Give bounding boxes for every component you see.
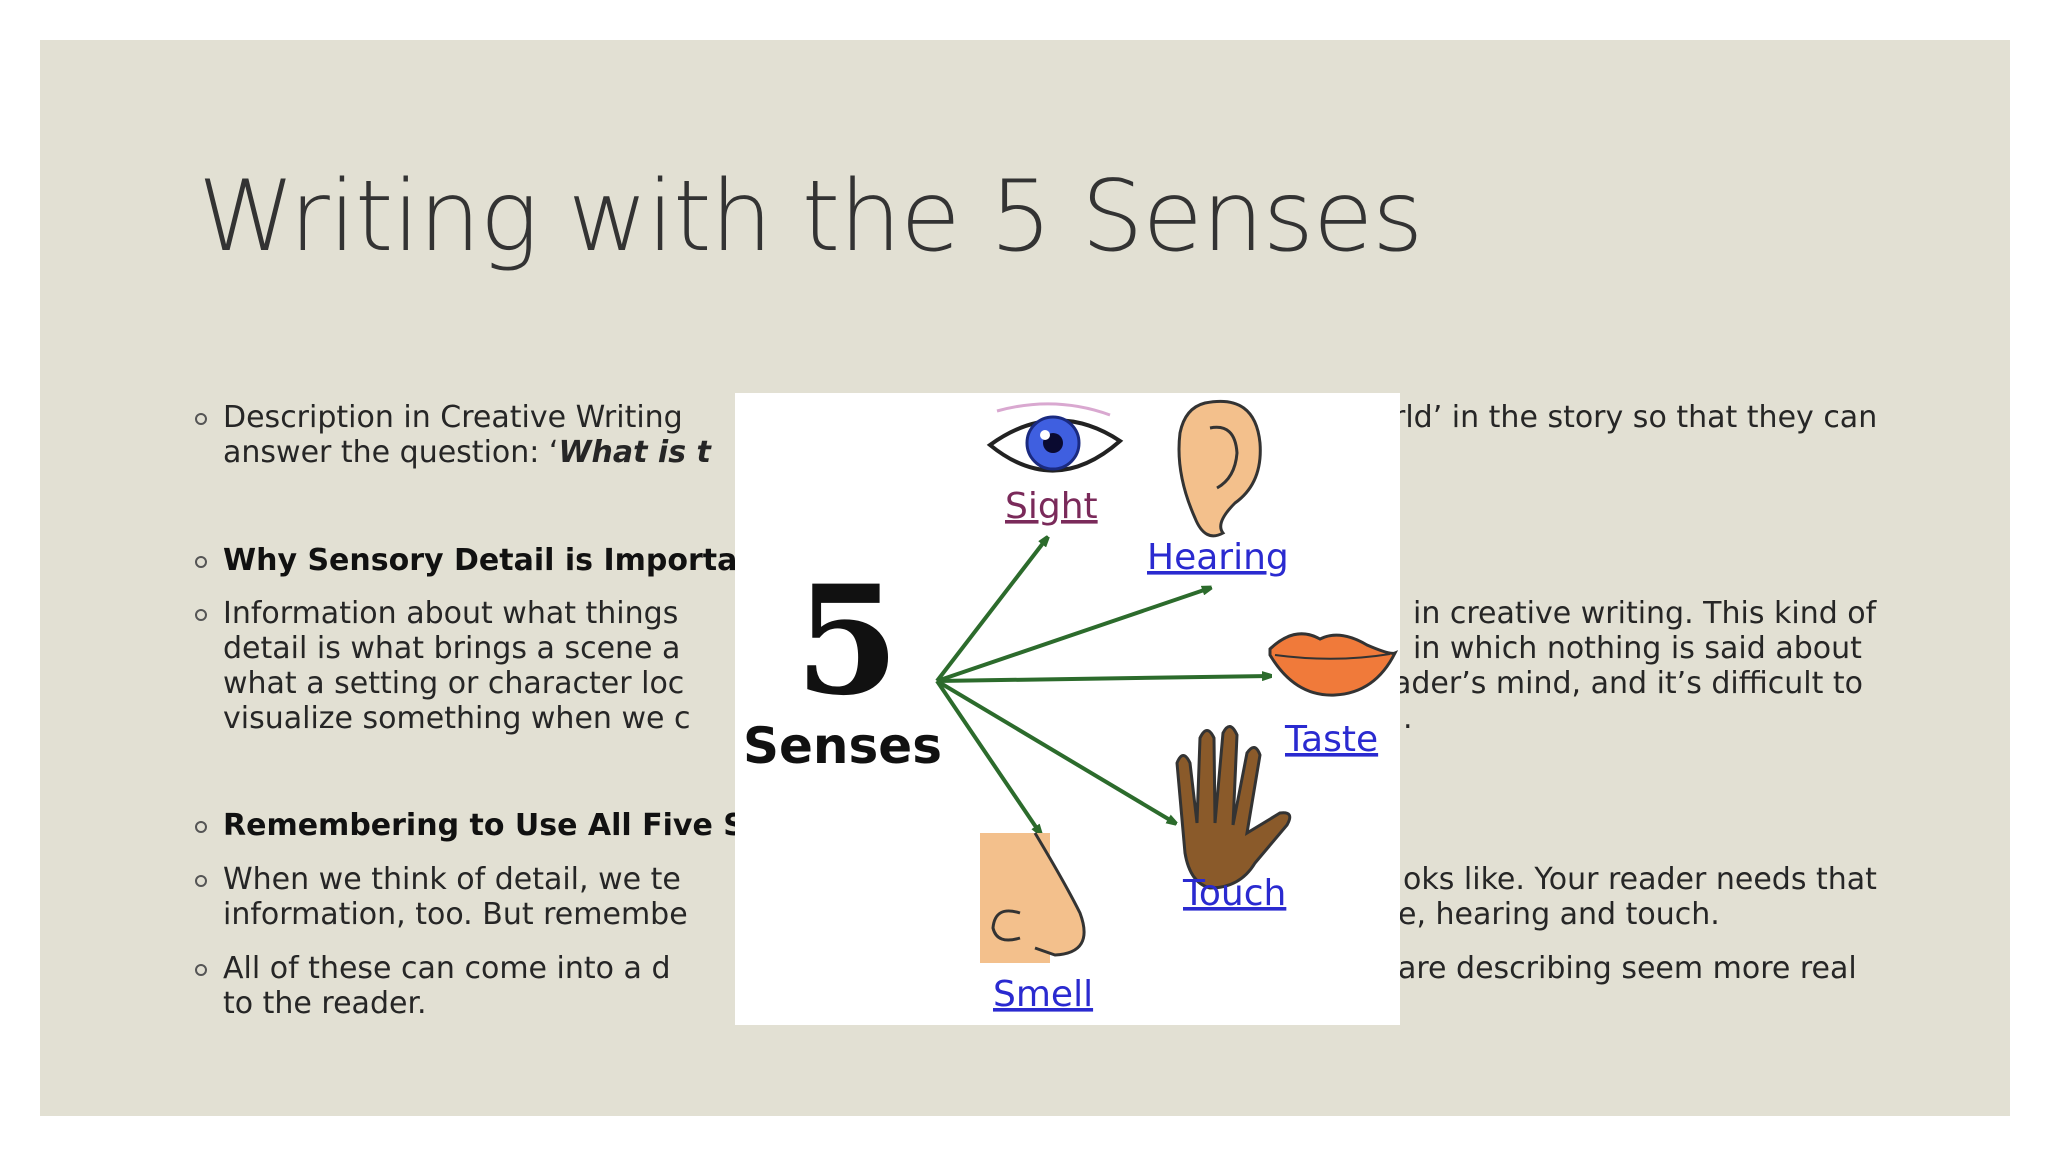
bullet-dot-icon bbox=[195, 556, 207, 568]
bullet-heading: Why Sensory Detail is Importar bbox=[223, 543, 753, 578]
ear-icon bbox=[1177, 399, 1262, 538]
bullet-think-detail: When we think of detail, we te informati… bbox=[195, 862, 1915, 932]
bullet-dot-icon bbox=[195, 821, 207, 833]
touch-label: Touch bbox=[1182, 873, 1286, 914]
bullet-description: Description in Creative Writing rld’ in … bbox=[195, 400, 1915, 470]
bullet-line: what a setting or character loc bbox=[223, 666, 685, 701]
bullet-information: Information about what things detail is … bbox=[195, 596, 1915, 736]
bullet-text: Description in Creative Writing bbox=[223, 400, 683, 435]
five-senses-image: 5 Senses Sight bbox=[735, 393, 1400, 1025]
bullet-remembering-heading: Remembering to Use All Five S bbox=[195, 808, 1915, 843]
bullet-line: ader’s mind, and it’s difficult to bbox=[1393, 666, 1864, 701]
bullet-line: in creative writing. This kind of bbox=[1413, 596, 1877, 631]
hearing-label: Hearing bbox=[1147, 537, 1289, 578]
arrow-hearing bbox=[936, 588, 1210, 683]
bullet-dot-icon bbox=[195, 875, 207, 887]
bullet-line: visualize something when we c bbox=[223, 701, 691, 736]
bullet-line: All of these can come into a d bbox=[223, 951, 671, 986]
bullet-line: Information about what things bbox=[223, 596, 679, 631]
bullet-line: oks like. Your reader needs that bbox=[1403, 862, 1877, 897]
nose-icon bbox=[980, 832, 1086, 963]
arrow-touch bbox=[935, 679, 1175, 823]
hand-icon bbox=[1175, 725, 1292, 890]
bullet-text: rld’ in the story so that they can bbox=[1393, 400, 1878, 435]
sense-arrows bbox=[935, 538, 1270, 833]
arrow-sight bbox=[935, 538, 1047, 683]
bullet-heading: Remembering to Use All Five S bbox=[223, 808, 745, 843]
bullet-line: . bbox=[1403, 701, 1413, 736]
bullet-line: to the reader. bbox=[223, 986, 427, 1021]
slide-title: Writing with the 5 Senses bbox=[198, 160, 1423, 274]
eye-icon bbox=[986, 402, 1124, 473]
arrow-taste bbox=[936, 676, 1270, 683]
bullet-dot-icon bbox=[195, 964, 207, 976]
slide: Writing with the 5 Senses Description in… bbox=[40, 40, 2010, 1116]
bullet-line: detail is what brings a scene a bbox=[223, 631, 681, 666]
taste-label: Taste bbox=[1284, 719, 1378, 760]
arrow-smell bbox=[935, 679, 1040, 833]
five-senses-diagram: 5 Senses Sight bbox=[743, 399, 1399, 1015]
smell-label: Smell bbox=[993, 974, 1093, 1015]
bullet-line: are describing seem more real bbox=[1398, 951, 1857, 986]
bullet-dot-icon bbox=[195, 413, 207, 425]
lips-icon bbox=[1268, 632, 1399, 697]
bullet-why-heading: Why Sensory Detail is Importar bbox=[195, 543, 1915, 578]
bullet-line: When we think of detail, we te bbox=[223, 862, 681, 897]
bullet-line: information, too. But remembe bbox=[223, 897, 688, 932]
bullet-text: answer the question: ‘ bbox=[223, 435, 559, 470]
bullet-line: in which nothing is said about bbox=[1413, 631, 1862, 666]
senses-word: Senses bbox=[743, 717, 942, 775]
bullet-dot-icon bbox=[195, 609, 207, 621]
bullet-question: What is t bbox=[558, 435, 711, 470]
bullet-line: e, hearing and touch. bbox=[1398, 897, 1720, 932]
five-number: 5 bbox=[795, 553, 899, 729]
sight-label: Sight bbox=[1005, 486, 1098, 527]
bullet-all-of-these: All of these can come into a d to the re… bbox=[195, 951, 1915, 1021]
